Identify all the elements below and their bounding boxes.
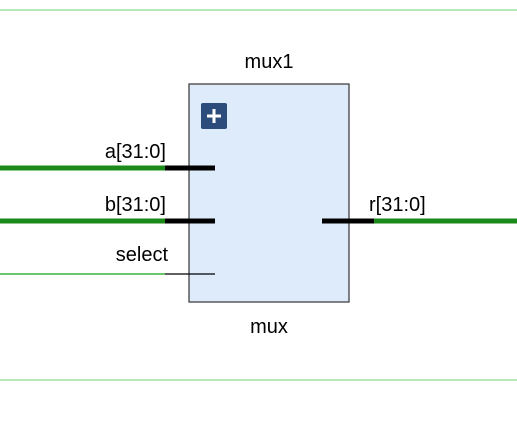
cell-instance-name: mux1 — [245, 51, 294, 73]
port-label-b: b[31:0] — [105, 194, 166, 216]
expand-cell-button[interactable] — [201, 103, 227, 129]
cell-module-name: mux — [250, 316, 288, 338]
port-label-r: r[31:0] — [369, 194, 426, 216]
port-label-select: select — [116, 244, 169, 266]
mux-cell-border — [188, 83, 350, 303]
port-label-a: a[31:0] — [105, 141, 166, 163]
